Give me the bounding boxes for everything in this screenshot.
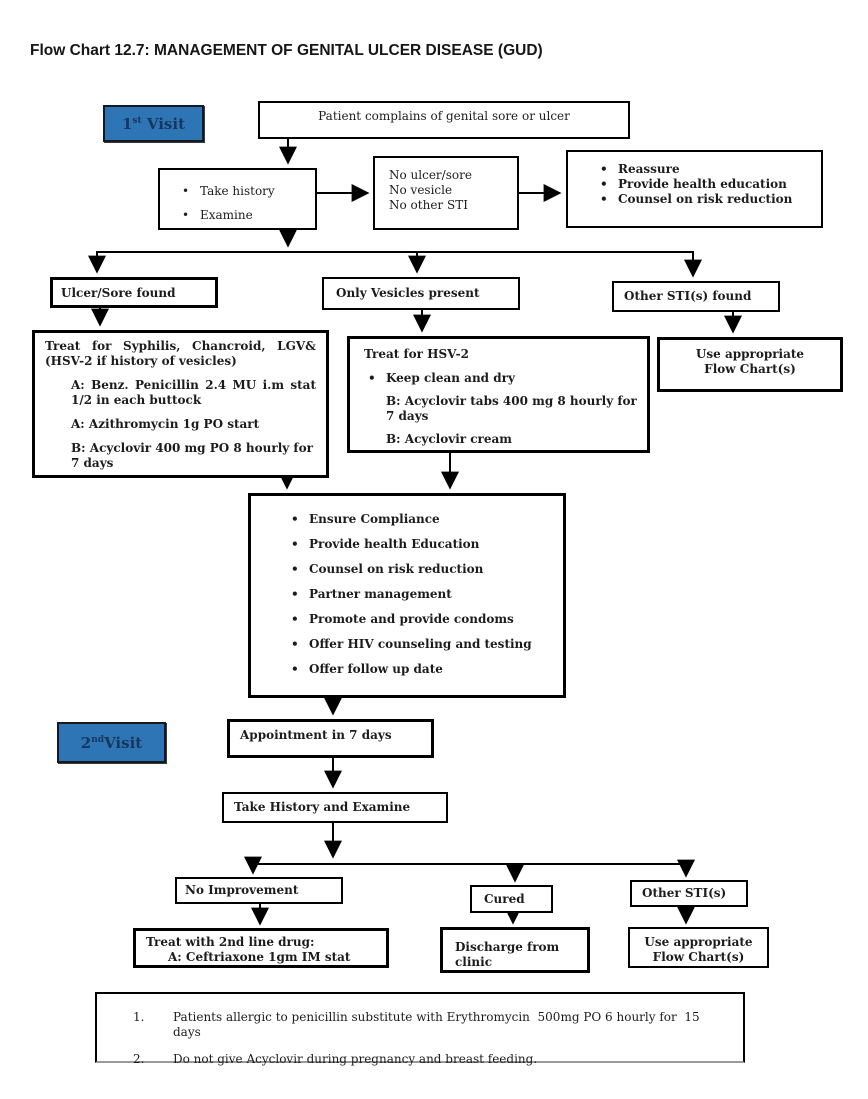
second-line-title: Treat with 2nd line drug: xyxy=(146,935,315,949)
node-ulcer-found: Ulcer/Sore found xyxy=(50,277,218,308)
node-take-history: Take history Examine xyxy=(158,168,317,230)
page-title: Flow Chart 12.7: MANAGEMENT OF GENITAL U… xyxy=(30,42,543,59)
compliance-item: Ensure Compliance xyxy=(287,512,555,527)
notes-box: 1. Patients allergic to penicillin subst… xyxy=(95,992,745,1066)
examine-item: Examine xyxy=(178,208,307,223)
treat-hsv2-item: B: Acyclovir cream xyxy=(386,432,512,446)
health-education-item: Provide health education xyxy=(596,177,815,192)
node-second-line-treatment: Treat with 2nd line drug: A: Ceftriaxone… xyxy=(133,928,389,968)
note-text: Do not give Acyclovir during pregnancy a… xyxy=(173,1052,538,1066)
node-no-improvement: No Improvement xyxy=(175,877,343,904)
no-improvement-label: No Improvement xyxy=(185,883,299,897)
vesicles-present-label: Only Vesicles present xyxy=(336,286,480,300)
no-other-sti-line: No other STI xyxy=(389,198,468,212)
treat-syphilis-item: A: Azithromycin 1g PO start xyxy=(71,417,260,431)
compliance-item: Offer follow up date xyxy=(287,662,555,677)
first-visit-label: 1st Visit xyxy=(121,114,186,133)
compliance-item: Promote and provide condoms xyxy=(287,612,555,627)
reassure-item: Reassure xyxy=(596,162,815,177)
note-number: 1. xyxy=(133,1010,145,1024)
node-appointment: Appointment in 7 days xyxy=(227,719,434,758)
node-treat-syphilis: Treat for Syphilis, Chancroid, LGV&(HSV-… xyxy=(32,330,329,478)
node-discharge: Discharge from clinic xyxy=(440,927,590,973)
node-cured: Cured xyxy=(470,885,553,913)
take-history-item: Take history xyxy=(178,184,307,199)
node-reassure: Reassure Provide health education Counse… xyxy=(566,150,823,228)
first-visit-badge: 1st Visit xyxy=(103,105,204,142)
node-patient-complains: Patient complains of genital sore or ulc… xyxy=(258,101,630,139)
ulcer-found-label: Ulcer/Sore found xyxy=(61,286,176,300)
node-patient-complains-label: Patient complains of genital sore or ulc… xyxy=(318,109,570,123)
node-compliance: Ensure Compliance Provide health Educati… xyxy=(248,493,566,698)
keep-clean-item: Keep clean and dry xyxy=(364,371,637,386)
node-other-sti-found: Other STI(s) found xyxy=(612,281,780,312)
discharge-label: Discharge from clinic xyxy=(455,940,560,969)
no-ulcer-line: No ulcer/sore xyxy=(389,168,472,182)
node-take-history-examine: Take History and Examine xyxy=(222,792,448,823)
treat-hsv2-title: Treat for HSV-2 xyxy=(364,347,469,361)
take-history-examine-label: Take History and Examine xyxy=(234,800,411,814)
other-sti-2-label: Other STI(s) xyxy=(642,886,727,900)
compliance-item: Counsel on risk reduction xyxy=(287,562,555,577)
treat-syphilis-item: A: Benz. Penicillin 2.4 MU i.m stat 1/2 … xyxy=(71,378,321,407)
note-item: 2. Do not give Acyclovir during pregnanc… xyxy=(133,1052,731,1067)
treat-syphilis-title: Treat for Syphilis, Chancroid, LGV&(HSV-… xyxy=(45,339,316,368)
risk-reduction-item: Counsel on risk reduction xyxy=(596,192,815,207)
second-line-item: A: Ceftriaxone 1gm IM stat xyxy=(168,950,351,964)
compliance-item: Offer HIV counseling and testing xyxy=(287,637,555,652)
second-visit-badge: 2ndVisit xyxy=(57,722,166,763)
node-other-sti-2: Other STI(s) xyxy=(630,880,748,907)
note-number: 2. xyxy=(133,1052,145,1066)
node-vesicles-present: Only Vesicles present xyxy=(322,277,520,310)
no-vesicle-line: No vesicle xyxy=(389,183,453,197)
treat-syphilis-item: B: Acyclovir 400 mg PO 8 hourly for 7 da… xyxy=(71,441,318,470)
cured-label: Cured xyxy=(484,892,525,906)
treat-hsv2-item: B: Acyclovir tabs 400 mg 8 hourly for 7 … xyxy=(386,394,642,423)
other-sti-found-label: Other STI(s) found xyxy=(624,289,752,303)
appointment-label: Appointment in 7 days xyxy=(240,728,392,742)
node-treat-hsv2: Treat for HSV-2 Keep clean and dry B: Ac… xyxy=(347,336,650,453)
note-item: 1. Patients allergic to penicillin subst… xyxy=(133,1010,731,1040)
node-no-ulcer: No ulcer/sore No vesicle No other STI xyxy=(373,156,519,230)
note-text: Patients allergic to penicillin substitu… xyxy=(173,1010,704,1039)
compliance-item: Partner management xyxy=(287,587,555,602)
second-visit-label: 2ndVisit xyxy=(80,733,143,752)
compliance-item: Provide health Education xyxy=(287,537,555,552)
